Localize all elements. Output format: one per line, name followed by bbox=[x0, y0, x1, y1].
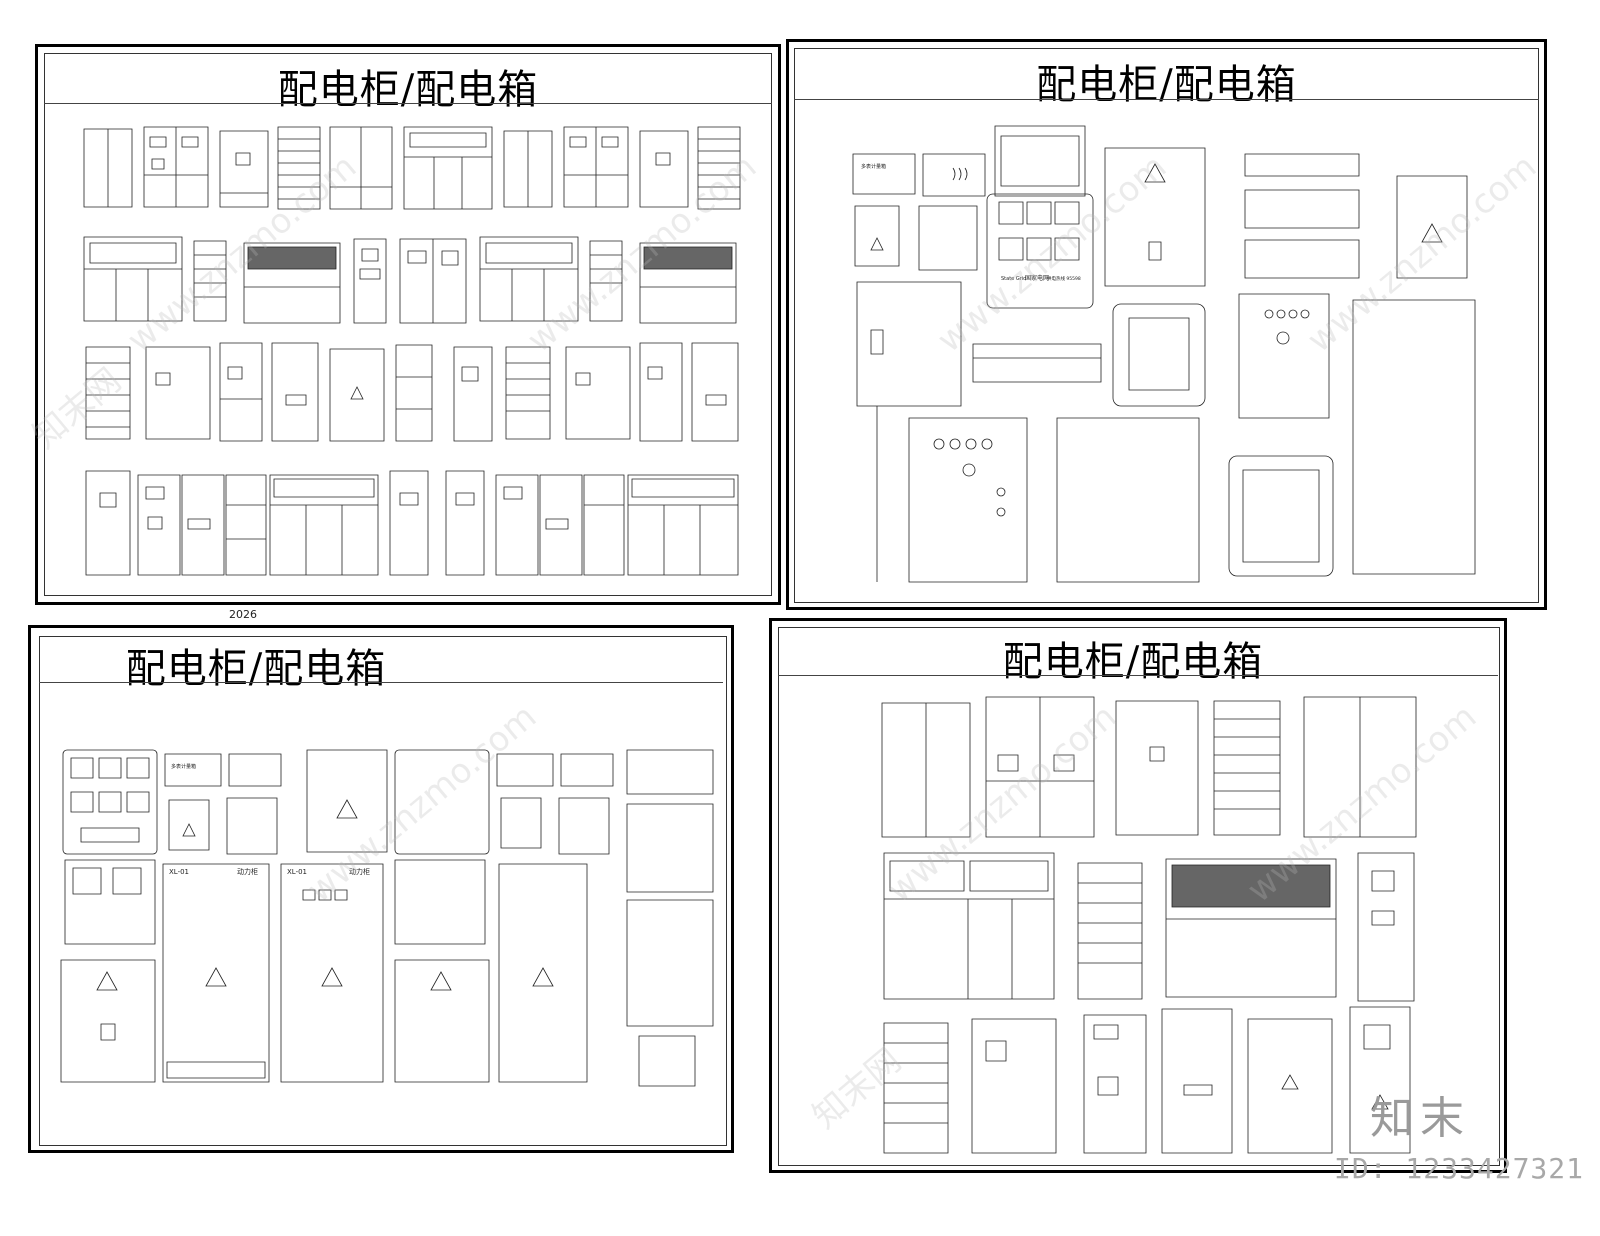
sheet-2-frame bbox=[794, 48, 1539, 603]
xl-01-label-a: XL-01 bbox=[169, 868, 189, 876]
hotline-label: 供电热线 95598 bbox=[1047, 275, 1081, 282]
watermark-id: ID: 1233427321 bbox=[1334, 1152, 1585, 1185]
sheet-4-title-divider bbox=[778, 675, 1498, 676]
state-grid-en-label: State Grid bbox=[1001, 276, 1026, 282]
sheet-2-title: 配电柜/配电箱 bbox=[1036, 62, 1297, 108]
watermark-logo: 知末 bbox=[1370, 1093, 1470, 1144]
drawing-sheet-2: 配电柜/配电箱 多表计量箱 国家电网 State Grid 供电热线 95598 bbox=[786, 39, 1547, 610]
sheet-4-title: 配电柜/配电箱 bbox=[1002, 639, 1264, 685]
drawing-sheet-3: 配电柜/配电箱 多表计量箱 XL-01 动力柜 XL-01 动力柜 bbox=[28, 625, 734, 1153]
drawing-sheet-1: 配电柜/配电箱 bbox=[35, 44, 781, 605]
cabinet-row-4 bbox=[86, 471, 738, 575]
sheet-3-title-divider bbox=[39, 682, 723, 683]
state-grid-label: 国家电网 bbox=[1025, 274, 1049, 282]
sheet-1-title: 配电柜/配电箱 bbox=[277, 67, 539, 113]
sheet-1-frame bbox=[44, 53, 772, 596]
sheet-4-cabinet-drawings bbox=[772, 621, 1510, 1176]
meter-box-label: 多表计量箱 bbox=[861, 163, 886, 170]
sheet-2-cabinet-drawings: 多表计量箱 国家电网 State Grid 供电热线 95598 bbox=[789, 42, 1550, 613]
sheet-3-title: 配电柜/配电箱 bbox=[125, 646, 387, 692]
cabinet-row-3 bbox=[86, 343, 738, 441]
power-cabinet-label-a: 动力柜 bbox=[237, 867, 258, 876]
drawing-sheet-4: 配电柜/配电箱 bbox=[769, 618, 1507, 1173]
sheet-2-title-divider bbox=[794, 99, 1539, 100]
xl-01-label-b: XL-01 bbox=[287, 868, 307, 876]
sheet-1-title-divider bbox=[44, 103, 772, 104]
sheet-3-cabinet-drawings: 多表计量箱 XL-01 动力柜 XL-01 动力柜 bbox=[31, 628, 737, 1156]
sheet3-meter-box-label: 多表计量箱 bbox=[171, 763, 196, 770]
sheet-4-frame bbox=[778, 627, 1500, 1166]
cabinet-row-1 bbox=[84, 127, 740, 209]
sheet-3-frame bbox=[39, 636, 727, 1146]
cabinet-row-2 bbox=[84, 237, 736, 323]
power-cabinet-label-b: 动力柜 bbox=[349, 867, 370, 876]
sheet-1-cabinet-drawings bbox=[38, 47, 784, 608]
year-label: 2026 bbox=[229, 608, 257, 621]
